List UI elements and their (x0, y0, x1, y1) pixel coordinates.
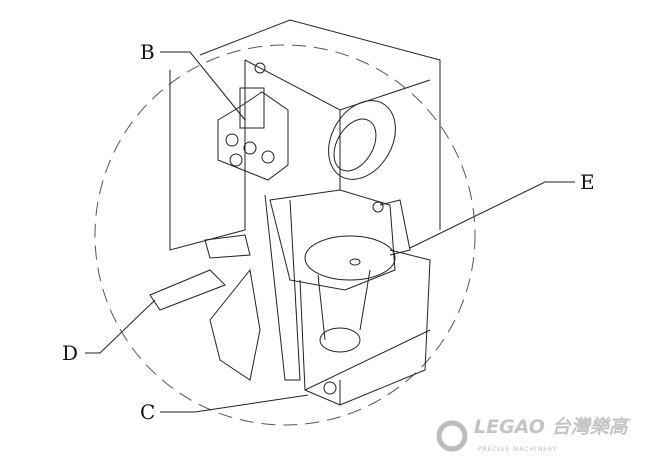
logo-mark (436, 420, 468, 452)
callout-d: D (62, 341, 79, 365)
detail-circle (94, 44, 476, 426)
machine-housing (169, 19, 441, 251)
logo-brand-chinese: 台灣樂高 (551, 416, 628, 438)
logo-brand-latin: LEGAO (474, 416, 545, 438)
callout-b: B (140, 40, 155, 64)
logo-tagline: PRECISE MACHINERY (478, 446, 558, 453)
fixture-body (149, 189, 431, 406)
logo-brand: LEGAO 台灣樂高 (474, 416, 628, 438)
callout-c: C (140, 400, 156, 424)
legao-logo: LEGAO 台灣樂高 PRECISE MACHINERY (430, 416, 650, 460)
block-b (217, 62, 289, 181)
disc (328, 100, 396, 180)
leader-lines (85, 51, 575, 413)
callout-e: E (580, 170, 595, 194)
